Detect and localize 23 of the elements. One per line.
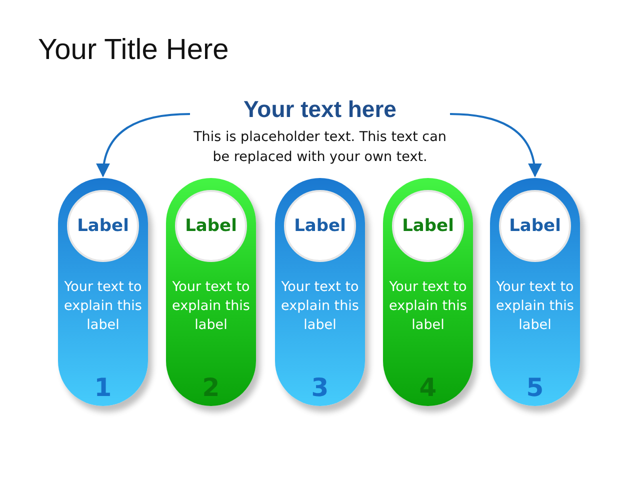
callout-heading: Your text here — [242, 96, 398, 123]
callout-body: This is placeholder text. This text can be replaced with your own text. — [192, 128, 448, 167]
curved-arrow — [96, 113, 190, 178]
label-heading: Label — [392, 190, 464, 262]
curved-arrow — [450, 113, 542, 178]
step-card — [58, 178, 148, 406]
step-card — [275, 178, 365, 406]
step-card — [166, 178, 256, 406]
label-heading: Label — [67, 190, 139, 262]
body-text: Your text to explain this label — [388, 278, 468, 335]
body-text: Your text to explain this label — [495, 278, 575, 335]
label-heading: Label — [499, 190, 571, 262]
label-heading: Label — [175, 190, 247, 262]
step-number: 1 — [93, 374, 113, 402]
body-text: Your text to explain this label — [171, 278, 251, 335]
body-text: Your text to explain this label — [63, 278, 143, 335]
label-heading: Label — [284, 190, 356, 262]
step-card — [490, 178, 580, 406]
body-text: Your text to explain this label — [280, 278, 360, 335]
step-number: 3 — [310, 374, 330, 402]
step-number: 5 — [525, 374, 545, 402]
step-card — [383, 178, 473, 406]
slide-title: Your Title Here — [38, 34, 229, 67]
